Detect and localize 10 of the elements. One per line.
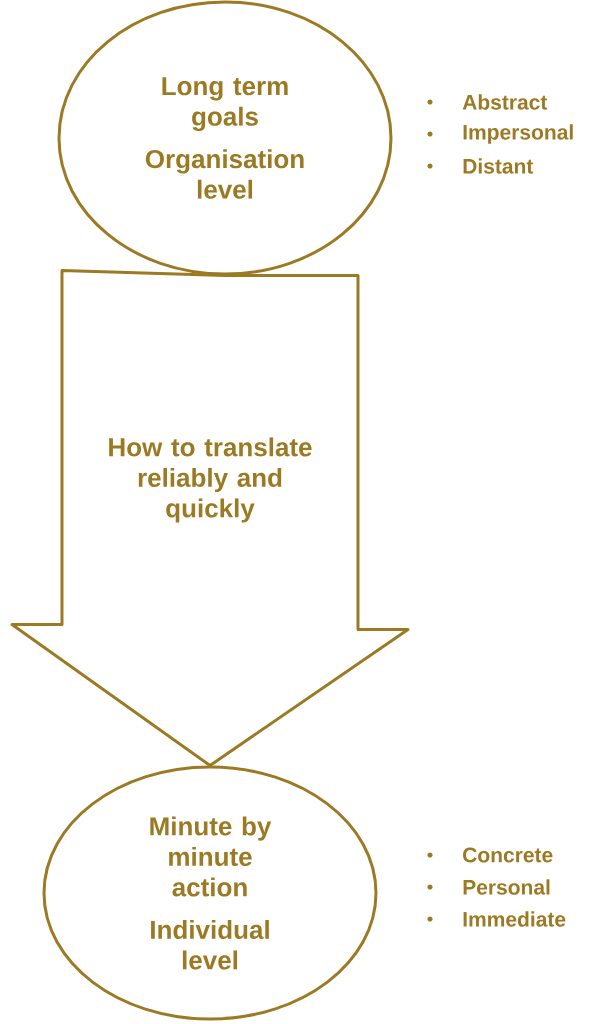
block-arrow [10,269,410,767]
bullet-text: Immediate [463,911,566,927]
bullet-text: Impersonal [463,124,573,144]
bullet-text: Distant [463,158,534,174]
edge-label: How to translate reliably and quickly [109,437,312,523]
bullet-text: Concrete [463,847,553,863]
bullet-text: Abstract [462,94,548,110]
oval: Minute by minute action Individual level [42,765,378,1021]
oval: Long term goals Organisation level [57,0,393,276]
bullet-text: Personal [463,879,550,895]
